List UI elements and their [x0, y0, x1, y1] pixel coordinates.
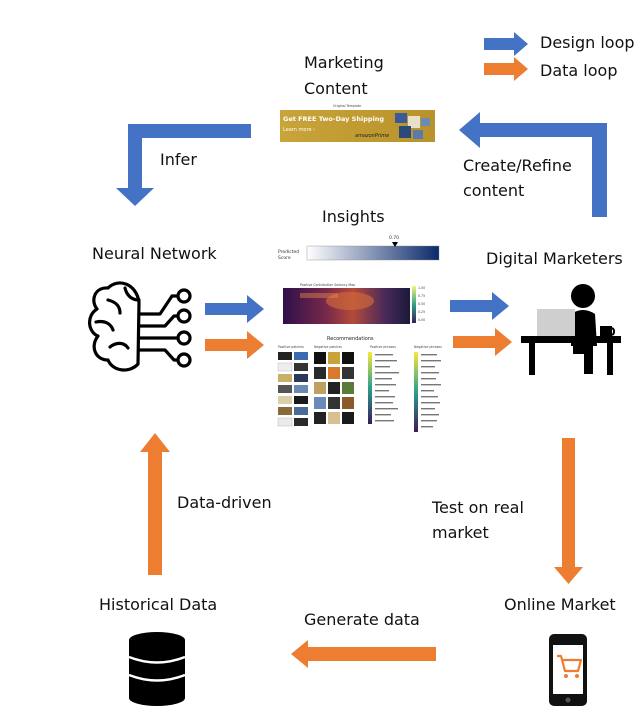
banner-brand: amazonPrime	[355, 133, 389, 139]
test-market-label-line1: Test on real	[431, 498, 524, 517]
insights-panel: Predicted Score 0.70 Positive Contributi…	[277, 235, 442, 432]
banner-product-image	[395, 113, 430, 139]
marketing-title-line1: Marketing	[304, 53, 384, 72]
template-caption: Original Template	[333, 104, 361, 108]
predicted-score-marker	[392, 242, 398, 247]
generate-data-label: Generate data	[304, 610, 420, 629]
banner-cta: Learn more ›	[283, 127, 315, 133]
person-at-laptop-icon	[521, 284, 621, 375]
create-refine-arrow	[459, 112, 607, 217]
positive-patches-grid	[277, 352, 308, 427]
database-icon	[128, 632, 186, 706]
saliency-tick-3: 0.25	[418, 310, 425, 314]
digital-marketers-label: Digital Marketers	[486, 249, 623, 268]
predicted-score-bar	[306, 245, 440, 261]
positive-phrases-header: Positive phrases	[370, 345, 396, 349]
negative-patches-header: Negative patches	[314, 345, 342, 349]
create-refine-label-line2: content	[463, 181, 524, 200]
saliency-colorbar	[412, 286, 416, 323]
infer-arrow	[116, 124, 251, 206]
insights-to-marketers-data-arrow	[453, 328, 512, 356]
insights-title: Insights	[322, 207, 385, 226]
saliency-tick-4: 0.00	[418, 318, 425, 322]
nn-to-insights-data-arrow	[205, 331, 264, 359]
predicted-score-value: 0.70	[389, 235, 399, 241]
data-driven-label: Data-driven	[177, 493, 272, 512]
positive-phrases-list	[368, 352, 399, 424]
design-loop-legend-arrow	[484, 32, 528, 56]
infer-label: Infer	[160, 150, 197, 169]
saliency-tick-0: 1.00	[418, 286, 425, 290]
insights-to-marketers-design-arrow	[450, 292, 509, 320]
historical-data-label: Historical Data	[99, 595, 217, 614]
test-market-label-line2: market	[432, 523, 489, 542]
positive-patches-header: Positive patches	[278, 345, 304, 349]
negative-patches-grid	[314, 352, 354, 424]
saliency-tick-1: 0.75	[418, 294, 425, 298]
marketing-title-line2: Content	[304, 79, 368, 98]
negative-phrases-header: Negative phrases	[414, 345, 442, 349]
banner-headline: Get FREE Two-Day Shipping	[283, 115, 384, 123]
legend: Design loop Data loop	[484, 32, 635, 81]
neural-network-label: Neural Network	[92, 244, 217, 263]
saliency-hotspot-text	[300, 293, 338, 298]
data-loop-legend-label: Data loop	[540, 61, 617, 80]
design-loop-legend-label: Design loop	[540, 33, 635, 52]
nn-to-insights-design-arrow	[205, 295, 264, 323]
marketing-banner: Original Template Get FREE Two-Day Shipp…	[280, 104, 435, 142]
brain-circuit-icon	[88, 281, 192, 372]
data-loop-legend-arrow	[484, 57, 528, 81]
generate-data-arrow	[291, 640, 436, 668]
smartphone-cart-icon	[549, 634, 587, 706]
negative-phrases-list	[414, 352, 441, 432]
saliency-hotspot	[326, 292, 374, 310]
saliency-tick-2: 0.50	[418, 302, 425, 306]
online-market-label: Online Market	[504, 595, 616, 614]
saliency-map-title: Positive Contribution Saliency Map	[300, 283, 355, 287]
recommendations-title: Recommendations	[327, 336, 374, 342]
predicted-score-label-line1: Predicted	[278, 249, 299, 255]
create-refine-label-line1: Create/Refine	[463, 156, 572, 175]
test-market-arrow	[554, 438, 583, 584]
data-driven-arrow	[140, 433, 170, 575]
predicted-score-label-line2: Score	[278, 255, 291, 261]
